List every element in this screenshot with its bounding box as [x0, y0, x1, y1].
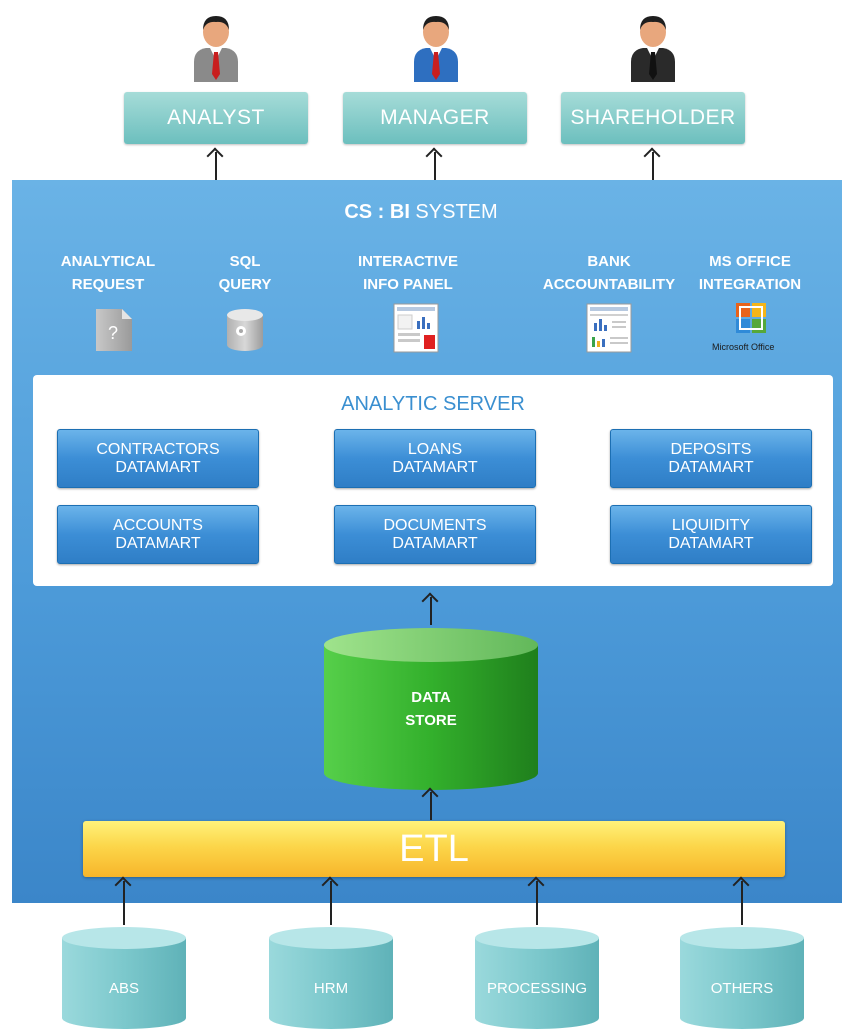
ms-office-logo-text: Microsoft Office	[712, 342, 775, 352]
arrow-up-analytic-server	[430, 597, 432, 625]
source-label-abs: ABS	[108, 980, 139, 997]
role-shareholder: SHAREHOLDER	[561, 92, 745, 144]
report-chart-icon	[586, 303, 632, 353]
system-title: CS : BI SYSTEM	[344, 201, 498, 223]
analyst-avatar-icon	[194, 16, 238, 82]
arrow-up-from-hrm	[330, 881, 332, 925]
etl-bar: ETL	[83, 821, 785, 877]
analytic-server-title: ANALYTIC SERVER	[341, 393, 525, 415]
arrow-up-manager	[434, 152, 436, 180]
report-panel-icon	[393, 303, 439, 353]
source-label-hrm: HRM	[313, 980, 349, 997]
arrow-up-from-others	[741, 881, 743, 925]
arrow-up-from-abs	[123, 881, 125, 925]
source-cylinder-processing	[475, 927, 599, 1029]
manager-avatar-icon	[414, 16, 458, 82]
database-gear-icon	[227, 309, 263, 351]
arrow-up-shareholder	[652, 152, 654, 180]
arrow-up-from-processing	[536, 881, 538, 925]
source-label-processing: PROCESSING	[486, 980, 588, 997]
arrow-up-data-store	[430, 792, 432, 820]
source-cylinder-hrm	[269, 927, 393, 1029]
ms-office-logo-icon: Microsoft Office	[712, 300, 798, 356]
question-document-icon: ?	[96, 309, 132, 351]
shareholder-avatar-icon	[631, 16, 675, 82]
data-store-cylinder	[324, 628, 538, 790]
source-label-others: OTHERS	[710, 980, 774, 997]
role-manager: MANAGER	[343, 92, 527, 144]
svg-text:?: ?	[108, 323, 118, 343]
source-cylinder-others	[680, 927, 804, 1029]
arrow-up-analyst	[215, 152, 217, 180]
source-cylinder-abs	[62, 927, 186, 1029]
role-analyst: ANALYST	[124, 92, 308, 144]
